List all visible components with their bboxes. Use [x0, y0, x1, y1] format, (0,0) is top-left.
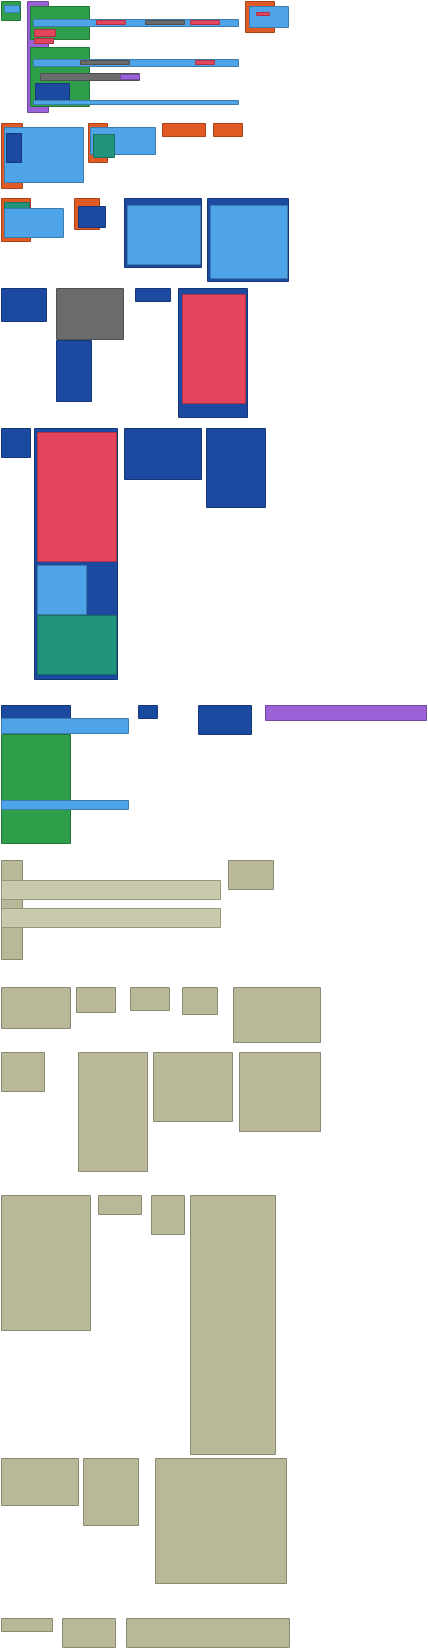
variables-block-main-2[interactable] [34, 29, 56, 37]
text-chip-main-2[interactable] [80, 60, 130, 65]
logic-chip-main-1[interactable] [120, 74, 140, 80]
disabled-block-row2-5[interactable] [233, 987, 321, 1043]
disabled-row-1[interactable] [1, 880, 221, 900]
disabled-block-row3-4[interactable] [239, 1052, 321, 1132]
math-row-row6-1[interactable] [1, 718, 129, 734]
lists-block-row5-2[interactable] [37, 615, 117, 675]
colored-blocks-workspace [1, 1, 427, 844]
text-block-row3-2[interactable] [78, 206, 106, 228]
disabled-blocks-workspace [0, 860, 428, 1649]
disabled-block-top-right[interactable] [228, 860, 274, 890]
disabled-block-row4-1[interactable] [1, 1195, 91, 1331]
math-row-row3-1[interactable] [4, 208, 64, 238]
math-row-main-1[interactable] [33, 19, 239, 27]
text-block-row5-4[interactable] [206, 428, 266, 508]
disabled-block-row2-2[interactable] [76, 987, 116, 1013]
disabled-block-row6-3[interactable] [126, 1618, 290, 1648]
math-row-row6-2[interactable] [1, 800, 129, 810]
disabled-block-row6-1[interactable] [1, 1618, 53, 1632]
variables-chip-main-2[interactable] [190, 20, 220, 25]
lists-block-row2-2[interactable] [93, 134, 115, 158]
disabled-block-row5-1[interactable] [1, 1458, 79, 1506]
disabled-block-row3-2[interactable] [78, 1052, 148, 1172]
variables-chip-main-3[interactable] [195, 60, 215, 65]
disabled-block-row3-1[interactable] [1, 1052, 45, 1092]
disabled-block-row4-2[interactable] [98, 1195, 142, 1215]
logic-row-row6-5[interactable] [265, 705, 427, 721]
text-block-row4-2b[interactable] [56, 340, 92, 402]
disabled-block-row2-3[interactable] [130, 987, 170, 1011]
disabled-block-row4-4[interactable] [190, 1195, 276, 1455]
procedure-block-row2-4[interactable] [213, 123, 243, 137]
disabled-block-row4-3[interactable] [151, 1195, 185, 1235]
text-block-top-left[interactable] [4, 5, 20, 13]
variables-block-row4-4[interactable] [182, 294, 246, 404]
disabled-block-row3-3[interactable] [153, 1052, 233, 1122]
text-block-row5-1[interactable] [1, 428, 31, 458]
math-block-row3-4[interactable] [210, 205, 288, 279]
variables-block-main-3[interactable] [34, 38, 54, 44]
math-block-row3-3[interactable] [127, 205, 201, 265]
math-row-main-2[interactable] [33, 59, 239, 67]
math-row-main-3[interactable] [33, 100, 239, 105]
text-block-row4-3[interactable] [135, 288, 171, 302]
math-block-row5-2[interactable] [37, 565, 87, 615]
console-block-row4-2[interactable] [56, 288, 124, 340]
variables-chip-main-1[interactable] [96, 20, 126, 25]
text-chip-main-1[interactable] [145, 20, 185, 25]
variables-chip-top-right[interactable] [256, 12, 270, 16]
math-block-top-right[interactable] [249, 6, 289, 28]
text-block-row4-1[interactable] [1, 288, 47, 322]
procedure-block-row2-3[interactable] [162, 123, 206, 137]
text-block-row5-3[interactable] [124, 428, 202, 480]
disabled-block-row5-2[interactable] [83, 1458, 139, 1526]
text-block-row6-1[interactable] [1, 705, 71, 719]
text-block-row6-3[interactable] [138, 705, 158, 719]
text-block-row2-1[interactable] [6, 133, 22, 163]
disabled-row-2[interactable] [1, 908, 221, 928]
control-block-row6-1[interactable] [1, 734, 71, 844]
disabled-block-row2-1[interactable] [1, 987, 71, 1029]
disabled-block-row2-4[interactable] [182, 987, 218, 1015]
variables-block-row5-2[interactable] [37, 432, 117, 562]
text-block-row6-4[interactable] [198, 705, 252, 735]
disabled-block-row5-3[interactable] [155, 1458, 287, 1584]
disabled-block-row6-2[interactable] [62, 1618, 116, 1648]
